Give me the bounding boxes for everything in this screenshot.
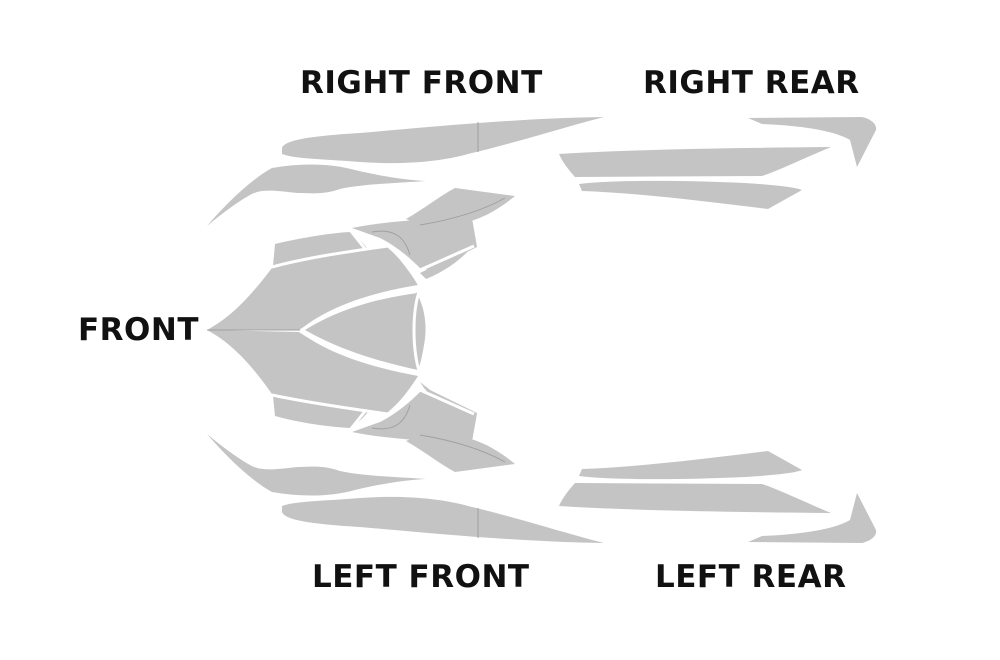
front-upper-side-panel: [420, 248, 471, 279]
front-lower-nose-strip: [273, 396, 368, 428]
right-rear-strip-panel: [579, 180, 802, 209]
left-rear-long-panel: [559, 483, 831, 513]
front-center-v-panel: [305, 293, 418, 370]
right-front-fin-panel: [207, 164, 426, 226]
front-seam-lines: [271, 229, 475, 431]
front-center-edge-panel: [414, 292, 426, 370]
left-front-long-panel: [282, 496, 604, 543]
left-rear-tip-panel: [748, 493, 877, 543]
left-front-fin-panel: [207, 434, 426, 496]
front-upper-nose-strip: [273, 232, 368, 266]
front-upper-fender-panel: [406, 188, 515, 225]
right-rear-long-panel: [559, 147, 831, 177]
front-main-upper-panel: [207, 247, 418, 330]
front-lower-fender-panel: [406, 435, 515, 472]
right-front-label: RIGHT FRONT: [300, 65, 543, 101]
right-rear-tip-panel: [748, 117, 877, 167]
right-rear-label: RIGHT REAR: [643, 65, 860, 101]
front-main-lower-panel: [207, 330, 418, 414]
front-detail-lines: [207, 197, 506, 463]
left-front-label: LEFT FRONT: [312, 559, 530, 595]
left-rear-label: LEFT REAR: [655, 559, 847, 595]
right-front-long-panel: [282, 117, 604, 164]
front-label: FRONT: [78, 312, 199, 348]
left-rear-strip-panel: [579, 451, 802, 480]
